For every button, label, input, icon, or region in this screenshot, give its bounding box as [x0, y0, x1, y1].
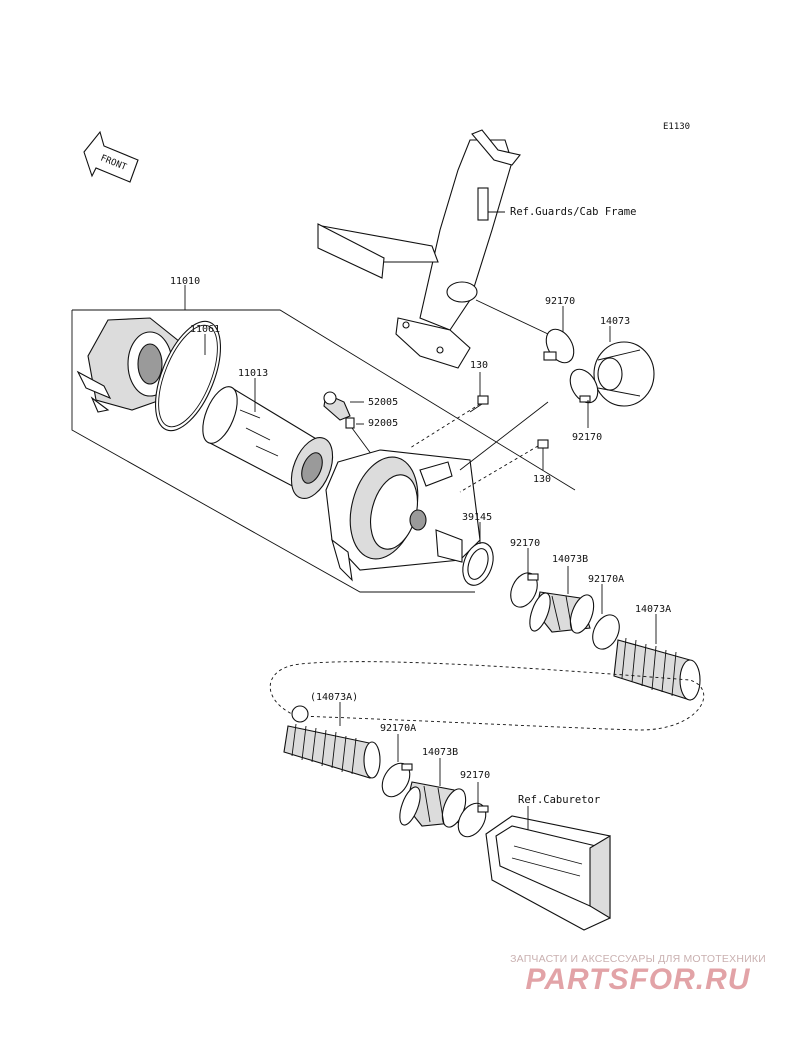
- watermark-brand: PARTSFOR.RU: [525, 963, 751, 996]
- watermark: ЗАПЧАСТИ И АКСЕССУАРЫ ДЛЯ МОТОТЕХНИКИ PA…: [488, 953, 788, 997]
- clamp-92170-upper: [543, 328, 575, 364]
- label-14073A: 14073A: [635, 604, 671, 615]
- label-11010: 11010: [170, 276, 200, 287]
- boot-14073B-upper: [529, 591, 595, 634]
- assembly-outline-bottom: [71, 310, 475, 593]
- label-39145: 39145: [462, 512, 492, 523]
- front-arrow-icon: FRONT: [83, 130, 139, 183]
- filter-element-11013: [202, 386, 334, 499]
- label-92170-lower: 92170: [510, 538, 540, 549]
- label-14073A-paren: (14073A): [310, 692, 358, 703]
- ref-caburetor: Ref.Caburetor: [518, 794, 600, 806]
- ref-guards-cab-frame: Ref.Guards/Cab Frame: [510, 206, 636, 218]
- label-14073B-upper: 14073B: [552, 554, 588, 565]
- bellows-14073A: [613, 637, 701, 701]
- label-130-upper: 130: [470, 360, 488, 371]
- label-92170-bottom: 92170: [460, 770, 490, 781]
- label-92170-mid: 92170: [572, 432, 602, 443]
- label-130-lower: 130: [533, 474, 551, 485]
- clamp-92170-lower: [510, 572, 539, 608]
- label-92005: 92005: [368, 418, 398, 429]
- carburetor-box: [485, 815, 611, 931]
- diagram-code: E1130: [663, 122, 690, 132]
- watermark-tagline: ЗАПЧАСТИ И АКСЕССУАРЫ ДЛЯ МОТОТЕХНИКИ: [510, 953, 766, 965]
- assembly-outline-top: [72, 309, 576, 491]
- bellows-14073A-lower: [283, 705, 381, 779]
- clamp-92170-mid: [569, 368, 599, 404]
- clamp-92170A-lower: [381, 762, 413, 798]
- label-11061: 11061: [190, 324, 220, 335]
- label-92170A-lower: 92170A: [380, 723, 416, 734]
- air-cleaner-housing: [325, 449, 481, 582]
- clamp-92170-bottom: [457, 802, 489, 838]
- cab-frame: [317, 129, 549, 369]
- duct-14073: [593, 341, 655, 407]
- bolt-130-lower: [537, 439, 549, 449]
- label-92170-upper: 92170: [545, 296, 575, 307]
- clamp-92170A-upper: [592, 614, 620, 650]
- label-92170A-upper: 92170A: [588, 574, 624, 585]
- label-14073B-lower: 14073B: [422, 747, 458, 758]
- label-14073: 14073: [600, 316, 630, 327]
- ring-39145: [462, 542, 494, 586]
- bolt-130-upper: [469, 395, 489, 413]
- label-52005: 52005: [368, 397, 398, 408]
- fitting-52005: [323, 391, 355, 429]
- label-11013: 11013: [238, 368, 268, 379]
- continuation-loop: [269, 661, 705, 731]
- o-ring-11061: [154, 320, 222, 432]
